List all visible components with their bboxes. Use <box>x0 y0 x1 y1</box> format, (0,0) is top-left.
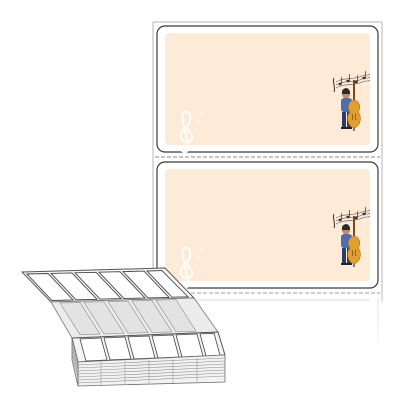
stack-middle-fold <box>50 297 219 339</box>
fanfold-stack <box>20 267 226 387</box>
stack-top-fold <box>20 267 196 303</box>
sheet-outline <box>152 21 383 302</box>
label-bottom-background <box>165 169 370 281</box>
stack-lower-top <box>71 331 226 363</box>
stack-edges <box>71 337 226 387</box>
label-top[interactable] <box>156 25 379 154</box>
label-bottom[interactable] <box>156 161 379 290</box>
label-top-background <box>165 33 370 145</box>
